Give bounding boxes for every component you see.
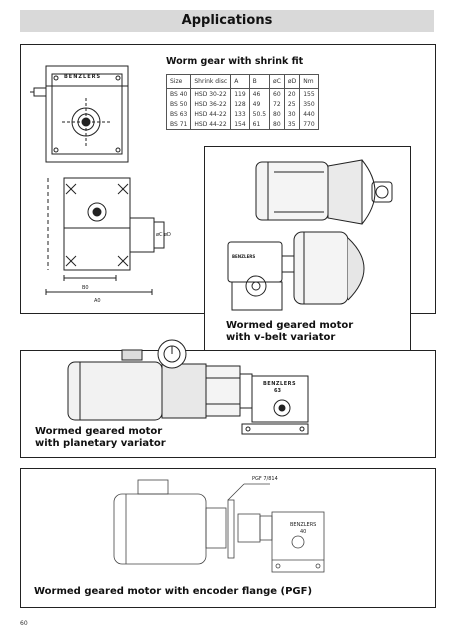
cell: 154 [230, 119, 250, 130]
cell: HSD 44-22 [190, 119, 232, 130]
dim-d-label: øD [164, 232, 171, 238]
cell: 350 [299, 99, 319, 109]
cell: 46 [248, 88, 271, 99]
page-title: Applications [181, 13, 273, 28]
cell: 35 [283, 119, 301, 130]
cell: BS 71 [165, 119, 192, 130]
encoder-drawing [113, 479, 325, 573]
table-row: BS 50 HSD 36-22 128 49 72 25 350 [165, 99, 319, 109]
col-a: A [230, 74, 250, 89]
dim-b0-label: B0 [82, 285, 89, 291]
cell: 30 [283, 109, 301, 119]
cell: 80 [269, 109, 285, 119]
cell: BS 40 [165, 88, 192, 99]
cell: 770 [299, 119, 319, 130]
planetary-brand: BENZLERS [263, 381, 297, 387]
spec-table: Size Shrink disc A B øC øD Nm BS 40 HSD … [165, 74, 319, 130]
cell: 128 [230, 99, 250, 109]
planetary-model: 63 [274, 388, 281, 394]
planetary-drawing [67, 339, 309, 435]
table-row: BS 63 HSD 44-22 133 50.5 80 30 440 [165, 109, 319, 119]
col-nm: Nm [299, 74, 319, 89]
cell: 119 [230, 88, 250, 99]
encoder-model: 40 [300, 529, 307, 535]
worm-gear-brand: BENZLERS [64, 74, 102, 80]
worm-gear-side-drawing [45, 177, 165, 295]
cell: 133 [230, 109, 250, 119]
col-c: øC [269, 74, 285, 89]
dim-a0-label: A0 [94, 298, 101, 304]
cell: 20 [283, 88, 301, 99]
vbelt-brand: BENZLERS [232, 254, 256, 259]
col-size: Size [165, 74, 192, 89]
planetary-caption: Wormed geared motor with planetary varia… [35, 426, 166, 449]
cell: BS 63 [165, 109, 192, 119]
worm-gear-title: Worm gear with shrink fit [166, 56, 304, 67]
encoder-label: PGF 7/814 [252, 476, 278, 482]
cell: 155 [299, 88, 319, 99]
cell: 72 [269, 99, 285, 109]
encoder-brand: BENZLERS [290, 522, 317, 528]
cell: 80 [269, 119, 285, 130]
cell: 440 [299, 109, 319, 119]
cell: 60 [269, 88, 285, 99]
cell: HSD 36-22 [190, 99, 232, 109]
vbelt-caption: Wormed geared motor with v-belt variator [226, 320, 354, 343]
page-number: 60 [20, 620, 28, 627]
col-d: øD [283, 74, 301, 89]
table-row: BS 40 HSD 30-22 119 46 60 20 155 [165, 88, 319, 99]
cell: 61 [248, 119, 271, 130]
cell: HSD 44-22 [190, 109, 232, 119]
dim-c-label: øC [156, 232, 163, 238]
worm-gear-front-drawing [30, 65, 129, 163]
table-row: BS 71 HSD 44-22 154 61 80 35 770 [165, 119, 319, 130]
encoder-caption: Wormed geared motor with encoder flange … [34, 586, 313, 597]
col-b: B [248, 74, 271, 89]
cell: BS 50 [165, 99, 192, 109]
vbelt-drawing [227, 159, 393, 311]
cell: 50.5 [248, 109, 271, 119]
header-bar: Applications [20, 10, 434, 32]
cell: HSD 30-22 [190, 88, 232, 99]
cell: 25 [283, 99, 301, 109]
col-shrink-disc: Shrink disc [190, 74, 232, 89]
cell: 49 [248, 99, 271, 109]
table-header-row: Size Shrink disc A B øC øD Nm [165, 74, 319, 89]
